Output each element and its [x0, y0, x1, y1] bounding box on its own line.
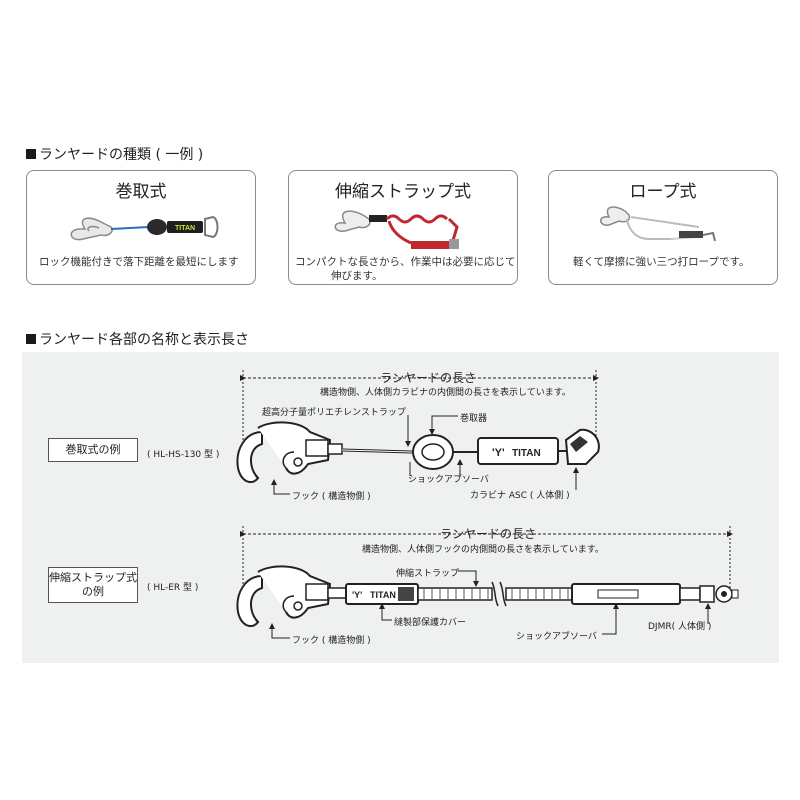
rope-lanyard-image	[600, 206, 716, 242]
part-label-cover-2: 縫製部保護カバー	[394, 618, 467, 628]
section-title-parts: ランヤード各部の名称と表示長さ	[26, 329, 249, 349]
part-label-hook-2: フック ( 構造物側 )	[292, 636, 371, 646]
type-card-reel: 巻取式 TITAN ロック機能付きで落下距離を最短にします	[26, 170, 256, 285]
type-name: ロープ式	[629, 182, 697, 202]
absorber-2	[571, 583, 701, 605]
example-label-stretch: 伸縮ストラップ式 の例	[48, 567, 138, 603]
carabiner-1	[564, 428, 600, 465]
svg-text:'Y': 'Y'	[352, 590, 362, 600]
square-bullet-icon	[26, 334, 36, 344]
example-label-reel: 巻取式の例	[48, 438, 138, 462]
type-desc-line: コンパクトな長さから、作業中は必要に応じて	[295, 256, 516, 268]
type-name: 巻取式	[115, 182, 167, 202]
type-card-rope: ロープ式 軽くて摩擦に強い三つ打ロープです。	[548, 170, 778, 285]
model-label-2: ( HL-ER 型 )	[147, 583, 199, 593]
part-label-strap-2: 伸縮ストラップ	[396, 569, 460, 579]
djmr-connector-2	[699, 585, 739, 603]
stretch-lanyard-image	[334, 210, 459, 249]
part-label-strap-1: 超高分子量ポリエチレンストラップ	[262, 408, 406, 418]
type-card-stretch: 伸縮ストラップ式 コンパクトな長さから、作業中は必要に応じて 伸びます。	[288, 170, 518, 285]
type-desc: コンパクトな長さから、作業中は必要に応じて 伸びます。	[295, 255, 516, 283]
reel-1	[412, 434, 480, 470]
part-label-carabiner-1: カラビナ ASC ( 人体側 )	[470, 491, 570, 501]
length-title-1: ランヤードの長さ	[380, 371, 477, 385]
hook-1	[236, 421, 343, 484]
example-label-line: の例	[82, 585, 104, 598]
brand-text-1: TITAN	[512, 448, 541, 459]
svg-text:'Y': 'Y'	[492, 447, 505, 459]
model-label-1: ( HL-HS-130 型 )	[147, 450, 220, 460]
svg-text:TITAN: TITAN	[175, 225, 195, 232]
length-bracket-1	[240, 370, 599, 445]
stretch-strap-2	[417, 581, 573, 607]
part-label-absorber-1: ショックアブソーバ	[408, 475, 489, 485]
section-title-text: ランヤードの種類 ( 一例 )	[39, 147, 204, 163]
part-label-hook-1: フック ( 構造物側 )	[292, 492, 371, 502]
part-label-djmr-2: DJMR( 人体側 )	[648, 622, 712, 632]
section-title-text: ランヤード各部の名称と表示長さ	[39, 332, 249, 348]
type-desc: ロック機能付きで落下距離を最短にします	[39, 256, 239, 268]
type-desc-line: 伸びます。	[331, 270, 383, 282]
protective-cover-2: 'Y' TITAN	[345, 583, 419, 605]
hook-2	[236, 565, 347, 628]
reel-lanyard-image: TITAN	[70, 215, 219, 241]
type-desc: 軽くて摩擦に強い三つ打ロープです。	[573, 256, 750, 268]
part-label-absorber-2: ショックアブソーバ	[516, 632, 597, 642]
part-label-reel-1: 巻取器	[460, 414, 488, 424]
absorber-1: 'Y' TITAN	[477, 437, 566, 465]
example-label-line: 伸縮ストラップ式	[49, 571, 137, 584]
length-note-2: 構造物側、人体側フックの内側間の長さを表示しています。	[362, 545, 604, 555]
leader-lines-2	[269, 570, 711, 639]
leader-lines-1	[271, 415, 579, 495]
type-name: 伸縮ストラップ式	[335, 182, 471, 202]
square-bullet-icon	[26, 149, 36, 159]
brand-text-2: TITAN	[370, 590, 396, 600]
length-title-2: ランヤードの長さ	[440, 527, 537, 541]
parts-diagram-panel	[22, 352, 779, 663]
length-note-1: 構造物側、人体側カラビナの内側間の長さを表示しています。	[320, 388, 571, 398]
section-title-types: ランヤードの種類 ( 一例 )	[26, 144, 203, 164]
